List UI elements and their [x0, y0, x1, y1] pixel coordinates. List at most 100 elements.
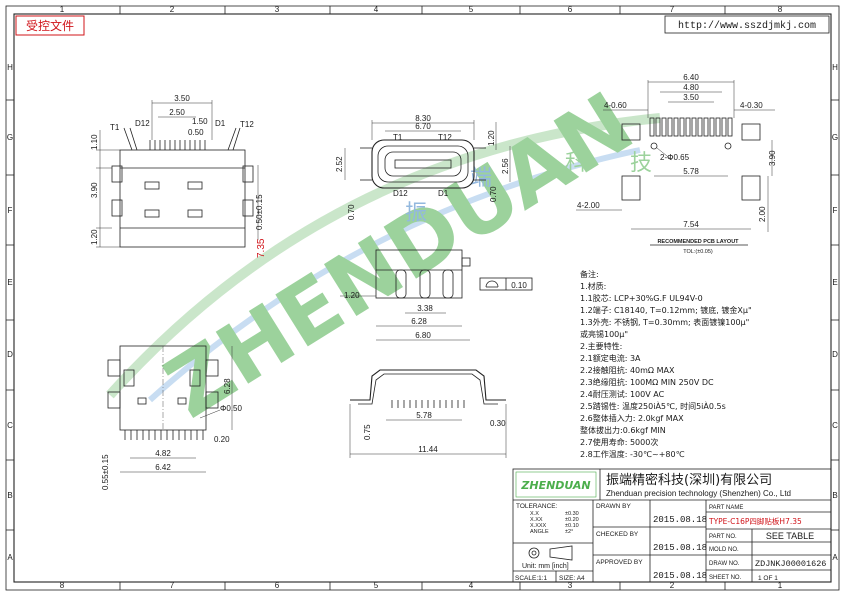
grid-bottom-7: 7 — [170, 581, 175, 590]
part-name-value: TYPE-C16P四脚贴板H7.35 — [708, 516, 802, 526]
grid-left-a: A — [7, 553, 13, 562]
notes-line-11: 2.6整体插入力: 2.0kgf MAX — [580, 413, 684, 423]
pcb-dim-2-00: 2.00 — [758, 206, 767, 222]
sheet-no-value: 1 OF 1 — [758, 575, 778, 582]
grid-left-c: C — [7, 421, 13, 430]
pcb-layout-title: RECOMMENDED PCB LAYOUT — [657, 239, 739, 245]
notes-line-0: 1.材质: — [580, 281, 606, 291]
url-box[interactable]: http://www.sszdjmkj.com — [664, 15, 830, 34]
front-dim-2-52: 2.52 — [335, 156, 344, 172]
dim-0-50: 0.50 — [188, 128, 204, 137]
notes-line-4: 或亮锡100μ" — [580, 329, 628, 339]
notes-line-2: 1.2端子: C18140, T=0.12mm; 镀底, 镀金Xμ" — [580, 305, 752, 315]
company-name-en: Zhenduan precision technology (Shenzhen)… — [606, 489, 791, 498]
dim-1-20: 1.20 — [90, 229, 99, 245]
profile-dim-0-30: 0.30 — [490, 419, 506, 428]
bottom-dim-6-42: 6.42 — [155, 463, 171, 472]
scale-label: SCALE:1:1 — [515, 575, 548, 582]
notes-line-13: 2.7使用寿命: 5000次 — [580, 437, 658, 447]
tol-key-0: X.X — [530, 511, 539, 517]
grid-right-d: D — [832, 350, 838, 359]
profile-dim-5-78: 5.78 — [416, 411, 432, 420]
grid-right-b: B — [832, 491, 837, 500]
notes-line-14: 2.8工作温度: -30℃~+80℃ — [580, 449, 685, 459]
draw-no-value: ZDJNKJ00001626 — [755, 559, 826, 569]
grid-right-h: H — [832, 63, 838, 72]
tol-val-3: ±2° — [565, 529, 573, 535]
tol-key-3: ANGLE — [530, 529, 549, 535]
profile-dim-11-44: 11.44 — [418, 445, 438, 454]
dim-8-30: 8.30 — [415, 114, 431, 123]
grid-left-e: E — [7, 278, 12, 287]
grid-top-6: 6 — [568, 5, 573, 14]
front-label-t1: T1 — [393, 133, 403, 142]
profile-view: 5.78 0.30 0.75 11.44 — [349, 369, 507, 458]
grid-right-f: F — [833, 206, 838, 215]
company-name-cn: 振端精密科技(深圳)有限公司 — [606, 472, 772, 488]
section-dim-6-28: 6.28 — [411, 317, 427, 326]
front-dim-1-20: 1.20 — [487, 130, 496, 146]
watermark-cn-1: 振 — [405, 201, 427, 226]
grid-top-8: 8 — [778, 5, 783, 14]
approved-by-label: APPROVED BY — [596, 559, 643, 566]
grid-bottom-4: 4 — [469, 581, 474, 590]
pcb-layout-tol: TOL:(±0.05) — [683, 249, 713, 255]
projection-symbol-icon — [528, 545, 573, 561]
sheet-no-label: SHEET NO. — [709, 575, 742, 581]
notes-block: 备注: 1.材质: 1.1胶芯: LCP+30%G.F UL94V-0 1.2端… — [580, 269, 752, 459]
grid-left-f: F — [8, 206, 13, 215]
tol-val-2: ±0.10 — [565, 523, 579, 529]
top-section-view: 0.10 1.20 3.38 6.28 6.80 — [340, 249, 533, 341]
pcb-dim-4-80: 4.80 — [683, 83, 699, 92]
label-t12: T12 — [240, 120, 254, 129]
section-dim-6-80: 6.80 — [415, 331, 431, 340]
pcb-dim-4-0-30: 4-0.30 — [740, 101, 763, 110]
drawn-by-label: DRAWN BY — [596, 503, 631, 510]
tol-key-1: X.XX — [530, 517, 543, 523]
watermark-cn-4: 技 — [630, 151, 652, 176]
grid-right-c: C — [832, 421, 838, 430]
pcb-layout: 6.40 4.80 3.50 4-0.60 4-0.30 2-Φ0.65 5.7… — [576, 73, 777, 255]
label-d1: D1 — [215, 119, 226, 128]
grid-top-5: 5 — [469, 5, 474, 14]
bottom-dim-phi-0-50: Φ0.50 — [220, 404, 243, 413]
bottom-view: 6.28 Φ0.50 0.20 4.82 6.42 0.55±0.15 — [101, 345, 243, 490]
grid-bottom-3: 3 — [568, 581, 573, 590]
dim-1-50: 1.50 — [192, 117, 208, 126]
tol-val-0: ±0.30 — [565, 511, 579, 517]
notes-line-5: 2.主要特性: — [580, 341, 622, 351]
grid-top-1: 1 — [60, 5, 65, 14]
watermark-cn-3: 科 — [565, 151, 587, 176]
checked-by-label: CHECKED BY — [596, 531, 639, 538]
drawn-date: 2015.08.18 — [653, 515, 707, 525]
notes-line-6: 2.1额定电流: 3A — [580, 353, 641, 363]
grid-right-g: G — [832, 133, 838, 142]
side-view: 3.50 2.50 1.50 0.50 T1 D12 D1 T12 1.10 3… — [90, 94, 267, 258]
notes-line-1: 1.1胶芯: LCP+30%G.F UL94V-0 — [580, 293, 703, 303]
grid-left-b: B — [7, 491, 12, 500]
notes-line-9: 2.4耐压测试: 100V AC — [580, 389, 665, 399]
grid-top-7: 7 — [670, 5, 675, 14]
bottom-dim-0-20: 0.20 — [214, 435, 230, 444]
front-label-d12: D12 — [393, 189, 408, 198]
profile-dim-0-75: 0.75 — [363, 424, 372, 440]
watermark-cn-2: 端 — [470, 166, 492, 191]
notes-line-3: 1.3外壳: 不锈钢, T=0.30mm; 表面镀镍100μ" — [580, 317, 749, 327]
notes-line-8: 2.3绝缘阻抗: 100MΩ MIN 250V DC — [580, 377, 714, 387]
flatness-0-10: 0.10 — [511, 281, 527, 290]
grid-left-d: D — [7, 350, 13, 359]
bottom-dim-4-82: 4.82 — [155, 449, 171, 458]
part-name-label: PART NAME — [709, 505, 743, 511]
website-url[interactable]: http://www.sszdjmkj.com — [678, 20, 816, 32]
grid-bottom-6: 6 — [275, 581, 280, 590]
controlled-doc-stamp: 受控文件 — [15, 15, 85, 36]
pcb-dim-2-phi-0-65: 2-Φ0.65 — [660, 153, 690, 162]
dim-6-70: 6.70 — [415, 122, 431, 131]
grid-top-2: 2 — [170, 5, 175, 14]
pcb-dim-4-0-60: 4-0.60 — [604, 101, 627, 110]
front-dim-0-70-a: 0.70 — [347, 204, 356, 220]
notes-line-7: 2.2接触阻抗: 40mΩ MAX — [580, 365, 675, 375]
mold-no-label: MOLD NO. — [709, 547, 739, 553]
grid-bottom-5: 5 — [374, 581, 379, 590]
pcb-dim-5-78: 5.78 — [683, 167, 699, 176]
